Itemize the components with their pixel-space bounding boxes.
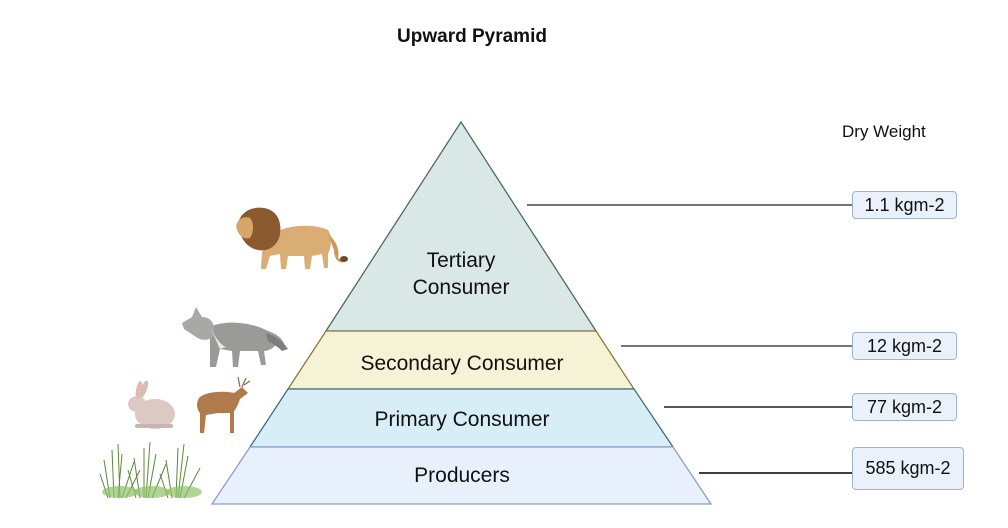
lion-icon bbox=[236, 207, 348, 269]
value-box-tertiary: 1.1 kgm-2 bbox=[852, 191, 957, 219]
value-box-primary: 77 kgm-2 bbox=[852, 393, 957, 421]
wolf-icon bbox=[182, 307, 288, 367]
value-box-producers: 585 kgm-2 bbox=[852, 447, 964, 490]
rabbit-icon bbox=[128, 380, 175, 429]
value-box-secondary: 12 kgm-2 bbox=[852, 332, 957, 360]
tier-label-primary: Primary Consumer bbox=[374, 408, 550, 431]
deer-icon bbox=[197, 376, 251, 433]
tier-producers bbox=[210, 446, 713, 505]
diagram-title: Upward Pyramid bbox=[397, 26, 547, 47]
tier-label-producers: Producers bbox=[414, 464, 510, 487]
tier-label-tertiary: Tertiary Consumer bbox=[361, 247, 561, 301]
tier-label-tertiary-line1: Tertiary bbox=[426, 249, 496, 272]
tier-label-secondary: Secondary Consumer bbox=[360, 352, 564, 375]
dry-weight-header: Dry Weight bbox=[842, 122, 926, 141]
tier-label-tertiary-line2: Consumer bbox=[412, 276, 510, 299]
grass-icon bbox=[99, 441, 202, 499]
